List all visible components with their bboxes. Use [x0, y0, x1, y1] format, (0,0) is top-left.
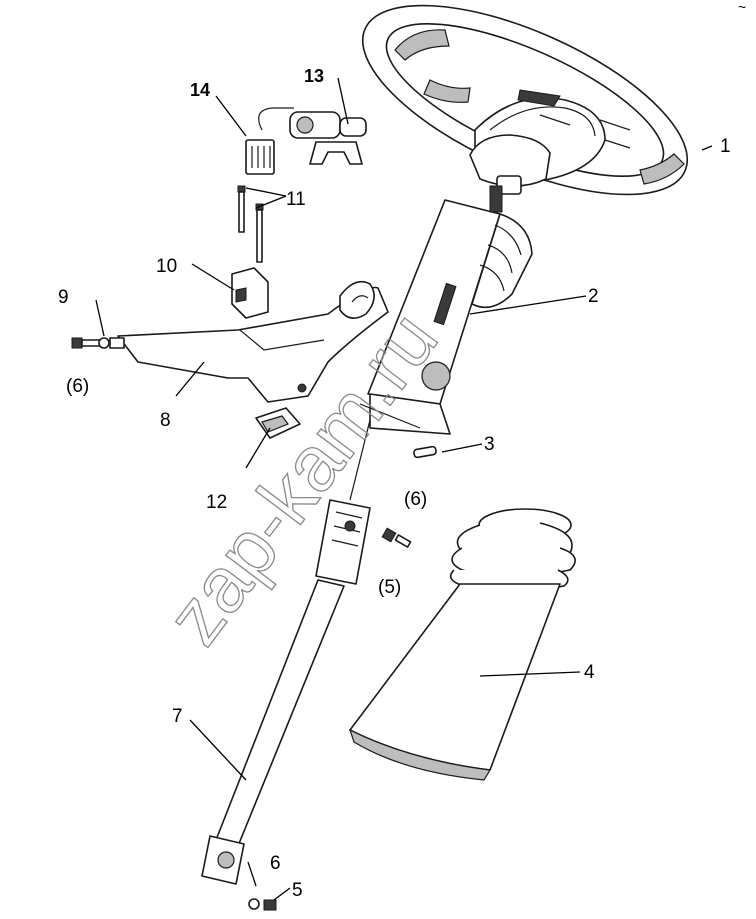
callout-10: 10 [156, 256, 177, 277]
callout-4: 4 [584, 662, 595, 683]
callout-6-paren-right: (6) [404, 489, 427, 510]
intermediate-shaft-7 [201, 419, 371, 885]
callout-6-paren-left: (6) [66, 376, 89, 397]
steering-wheel [361, 4, 689, 196]
callout-9: 9 [58, 287, 69, 308]
hardware-lower [248, 898, 277, 911]
ignition-switch-assembly [245, 107, 367, 175]
callout-1: 1 [720, 136, 731, 157]
pin-3 [413, 445, 437, 459]
callout-8: 8 [160, 410, 171, 431]
bolt-9 [71, 337, 125, 349]
callout-labels: 1 2 3 4 (5) 5 (6) (6) 6 7 8 9 10 11 12 1… [58, 66, 731, 901]
clamp-10 [231, 267, 269, 319]
callout-11: 11 [286, 189, 306, 210]
boot-4 [348, 508, 576, 781]
callout-3: 3 [484, 434, 495, 455]
bracket-8 [117, 280, 389, 403]
bolts-11 [237, 185, 264, 263]
clip-12 [255, 407, 301, 439]
callout-6: 6 [270, 853, 281, 874]
callout-14: 14 [190, 80, 210, 100]
callout-5-paren: (5) [378, 577, 401, 598]
callout-13: 13 [304, 66, 324, 86]
callout-12: 12 [206, 492, 227, 513]
callout-5: 5 [292, 880, 303, 901]
hardware-upper [381, 527, 412, 548]
callout-2: 2 [588, 286, 599, 307]
leader-lines [95, 77, 713, 901]
column-housing-2 [359, 185, 533, 435]
callout-7: 7 [172, 706, 183, 727]
corner-mark: ~ [738, 0, 746, 15]
